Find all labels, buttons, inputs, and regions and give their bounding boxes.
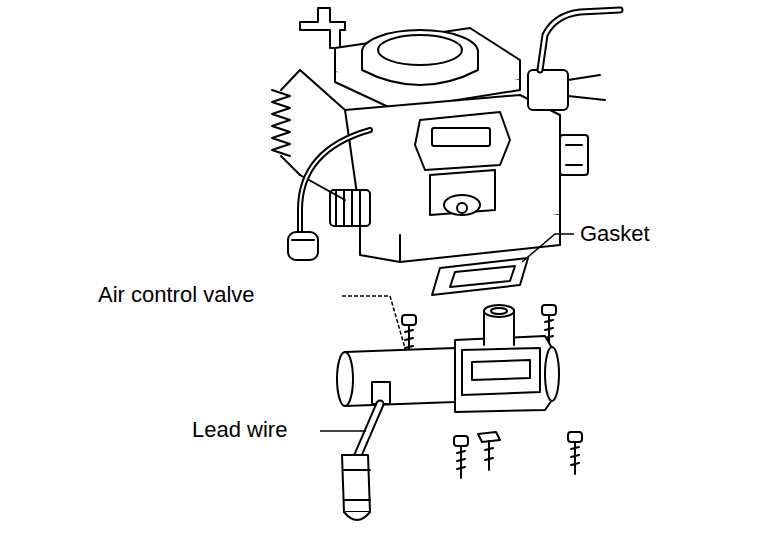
- part-label: Air control valve: [96, 283, 257, 307]
- leader-line: [522, 234, 574, 262]
- part-label: Lead wire: [190, 418, 289, 442]
- part-label: Gasket: [578, 222, 652, 246]
- leader-line: [320, 430, 366, 432]
- leader-line: [342, 296, 405, 348]
